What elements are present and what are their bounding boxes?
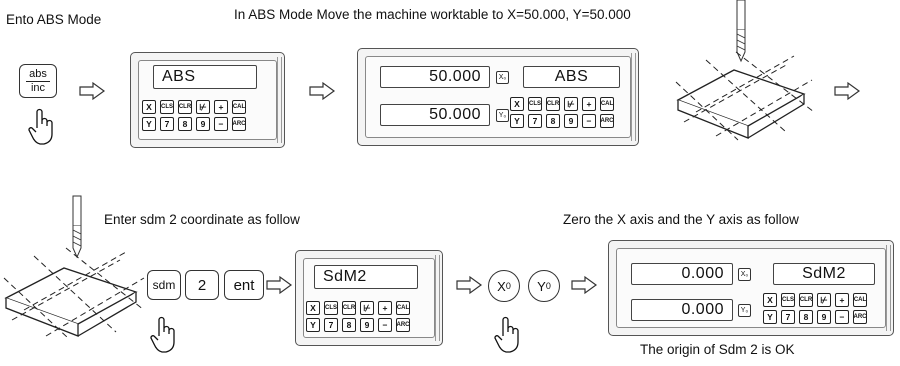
y-readout: 50.000 [380,104,490,126]
key-cls[interactable]: CLS [160,100,174,114]
key-arc[interactable]: ARC [232,117,246,131]
key-8[interactable]: 8 [799,310,813,324]
key-clr[interactable]: CLR [178,100,192,114]
arrow-right-icon [456,275,483,295]
x-axis-tag: X₀ [738,268,751,281]
key-cal[interactable]: CAL [600,97,614,111]
x-axis-tag: X₀ [496,71,509,84]
arrow-right-icon [79,81,106,101]
key-9[interactable]: 9 [196,117,210,131]
lcd-display: SdM2 [314,265,418,289]
key-x[interactable]: X [142,100,156,114]
key-y[interactable]: Y [306,318,320,332]
key-cal[interactable]: CAL [396,301,410,315]
key-plus[interactable]: + [582,97,596,111]
caption-enter-abs: Ento ABS Mode [6,12,102,27]
y-axis-tag: Y₀ [496,109,509,122]
key-7[interactable]: 7 [324,318,338,332]
mode-display: SdM2 [773,263,875,285]
dro-panel-sdm2: SdM2 X CLS CLR ⊬ + CAL Y 7 8 9 − ARC [295,250,443,346]
zero-y-key-subscript: 0 [545,281,551,291]
key-cls[interactable]: CLS [781,293,795,307]
worktable-icon [3,247,145,339]
abs-label: abs [29,67,47,80]
arrow-right-icon [309,81,336,101]
mode-display: ABS [523,66,620,88]
key-clr[interactable]: CLR [799,293,813,307]
worktable-icon [675,51,815,141]
key-cal[interactable]: CAL [853,293,867,307]
dro-panel-abs: ABS X CLS CLR ⊬ + CAL Y 7 8 9 − ARC [130,52,285,148]
key-8[interactable]: 8 [546,114,560,128]
key-cls[interactable]: CLS [528,97,542,111]
caption-enter-sdm2: Enter sdm 2 coordinate as follow [104,212,300,227]
key-7[interactable]: 7 [781,310,795,324]
key-8[interactable]: 8 [342,318,356,332]
arrow-right-icon [571,275,598,295]
abs-inc-key[interactable]: abs inc [19,64,57,98]
caption-origin-ok: The origin of Sdm 2 is OK [640,342,795,357]
dro-panel-xy-abs: 50.000 X₀ ABS 50.000 Y₀ X CLS CLR ⊬ + CA… [357,48,639,146]
sdm-key[interactable]: sdm [147,270,181,300]
keypad: X CLS CLR ⊬ + CAL Y 7 8 9 − ARC [510,97,632,128]
key-plus[interactable]: + [378,301,392,315]
key-x[interactable]: X [306,301,320,315]
key-minus[interactable]: − [378,318,392,332]
key-y[interactable]: Y [142,117,156,131]
hand-pointer-icon [150,316,175,353]
key-arc[interactable]: ARC [396,318,410,332]
key-x[interactable]: X [763,293,777,307]
hand-pointer-icon [494,316,519,353]
x-readout: 50.000 [380,66,490,88]
ent-key[interactable]: ent [224,270,264,300]
key-minus[interactable]: − [835,310,849,324]
zero-x-key-subscript: 0 [505,281,511,291]
key-2[interactable]: 2 [185,270,219,300]
key-half[interactable]: ⊬ [564,97,578,111]
keypad: X CLS CLR ⊬ + CAL Y 7 8 9 − ARC [763,293,885,324]
key-cls[interactable]: CLS [324,301,338,315]
key-clr[interactable]: CLR [342,301,356,315]
y-readout: 0.000 [631,299,733,321]
y-axis-tag: Y₀ [738,304,751,317]
key-8[interactable]: 8 [178,117,192,131]
key-plus[interactable]: + [835,293,849,307]
keypad: X CLS CLR ⊬ + CAL Y 7 8 9 − ARC [142,100,264,131]
caption-zero-axes: Zero the X axis and the Y axis as follow [563,212,799,227]
key-cal[interactable]: CAL [232,100,246,114]
key-9[interactable]: 9 [564,114,578,128]
key-y[interactable]: Y [763,310,777,324]
key-plus[interactable]: + [214,100,228,114]
key-arc[interactable]: ARC [600,114,614,128]
key-minus[interactable]: − [582,114,596,128]
key-clr[interactable]: CLR [546,97,560,111]
inc-label: inc [30,81,46,94]
key-half[interactable]: ⊬ [360,301,374,315]
key-7[interactable]: 7 [528,114,542,128]
key-minus[interactable]: − [214,117,228,131]
keypad: X CLS CLR ⊬ + CAL Y 7 8 9 − ARC [306,301,428,332]
key-half[interactable]: ⊬ [817,293,831,307]
arrow-right-icon [266,275,293,295]
key-arc[interactable]: ARC [853,310,867,324]
arrow-right-icon [834,81,861,101]
drill-bit-icon [736,0,746,63]
zero-y-key-label: Y [537,278,546,294]
key-x[interactable]: X [510,97,524,111]
key-9[interactable]: 9 [817,310,831,324]
key-y[interactable]: Y [510,114,524,128]
key-half[interactable]: ⊬ [196,100,210,114]
key-9[interactable]: 9 [360,318,374,332]
x-readout: 0.000 [631,263,733,285]
zero-x-key-label: X [497,278,506,294]
drill-bit-icon [72,195,82,259]
hand-pointer-icon [28,108,53,145]
caption-move-worktable: In ABS Mode Move the machine worktable t… [234,7,631,22]
key-7[interactable]: 7 [160,117,174,131]
dro-panel-zeroed: 0.000 X₀ SdM2 0.000 Y₀ X CLS CLR ⊬ + CAL… [608,240,894,336]
lcd-display: ABS [153,65,257,89]
